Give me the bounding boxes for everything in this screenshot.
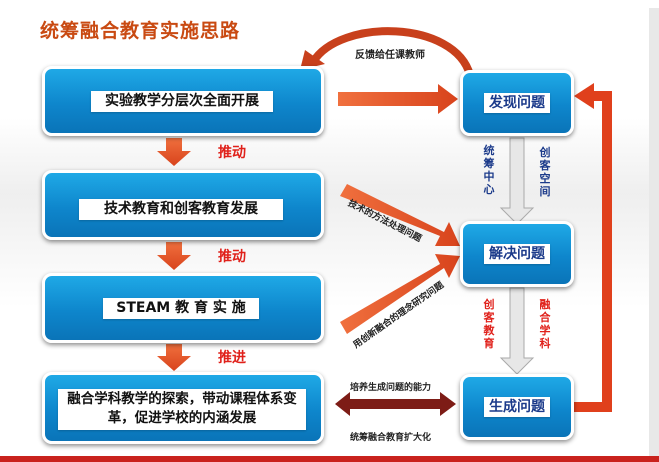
page-title: 统筹融合教育实施思路 [40,20,241,42]
arrow-to-discover [338,84,458,114]
right-box-discover-label: 发现问题 [484,93,550,113]
label-chuangke-kongjian: 创客空间 [539,146,551,198]
right-box-solve: 解决问题 [460,221,574,287]
right-box-solve-label: 解决问题 [484,244,550,264]
push-label-3: 推进 [218,350,246,366]
loop-arrow [574,91,612,412]
left-box-4: 融合学科教学的探索，带动课程体系变革，促进学校的内涵发展 [42,372,324,444]
left-box-1: 实验教学分层次全面开展 [42,66,324,136]
left-box-2-label: 技术教育和创客教育发展 [79,199,283,220]
arrow-solve-to-generate [499,287,535,375]
push-arrow-3 [157,344,191,371]
feedback-arrowhead [300,50,325,70]
bottom-red-strip [0,456,659,462]
label-tongchou: 统筹中心 [483,144,495,196]
right-edge-bar [649,8,659,462]
push-arrow-1 [157,138,191,166]
label-ronghe-xueke: 融合学科 [539,298,551,350]
push-label-2: 推动 [218,249,246,265]
loop-arrowhead [574,83,594,109]
left-box-4-label: 融合学科教学的探索，带动课程体系变革，促进学校的内涵发展 [58,389,306,430]
left-box-3-label: STEAM 教 育 实 施 [103,298,259,319]
left-box-3: STEAM 教 育 实 施 [42,273,324,343]
right-box-discover: 发现问题 [460,70,574,136]
arrow-discover-to-solve [499,137,535,225]
feedback-arrow [309,27,474,77]
arrow-tech-to-solve [340,184,460,246]
right-box-generate: 生成问题 [460,374,574,440]
feedback-label: 反馈给任课教师 [355,50,425,61]
push-arrow-2 [157,242,191,270]
arrow-innovation-to-solve [340,254,460,334]
right-box-generate-label: 生成问题 [484,397,550,417]
left-box-2: 技术教育和创客教育发展 [42,170,324,240]
label-expand: 统筹融合教育扩大化 [350,433,432,443]
left-box-1-label: 实验教学分层次全面开展 [91,91,273,112]
double-arrow-bottom [335,392,456,416]
label-ability: 培养生成问题的能力 [350,383,432,393]
label-chuangke-jiaoyu: 创客教育 [483,298,495,350]
push-label-1: 推动 [218,145,246,161]
